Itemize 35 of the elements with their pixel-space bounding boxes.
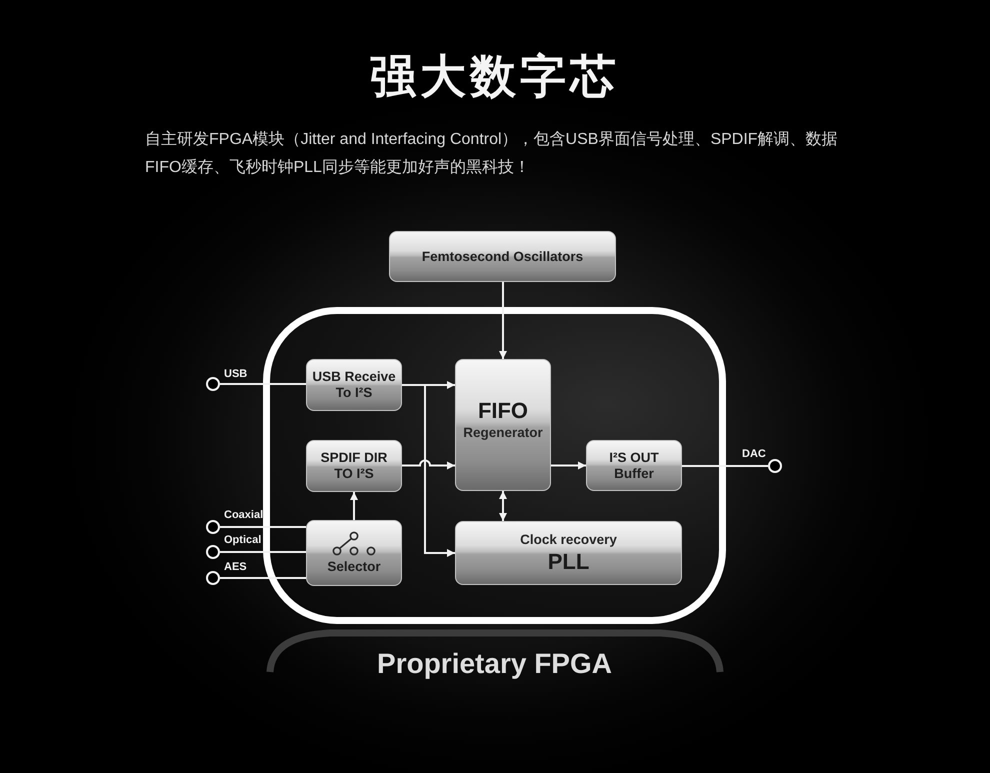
process-box [306,359,402,411]
arrow [551,462,586,470]
arrow [499,282,507,359]
box-label: Femtosecond Oscillators [422,248,584,264]
port-label: Optical [224,534,262,547]
connector-line [220,526,306,528]
arrow [402,384,455,557]
intro-text: 自主研发FPGA模块（Jitter and Interfacing Control），包含USB界面信号处理、SPDIF解调、数据FIFO缓存、飞秒时钟PLL同步等能更加好声的黑科技！ [145,130,839,178]
connector-line [220,577,306,579]
process-box [455,521,682,585]
process-box [306,440,402,492]
port-label: USB [224,368,248,381]
box-label: Selector [327,559,381,575]
box-heading: PLL [548,549,590,575]
process-box [306,520,402,586]
box-label: Regenerator [463,424,543,442]
process-box [586,440,682,491]
arrow [402,460,455,470]
frame-heading: Proprietary FPGA [377,647,612,681]
box-label: SPDIF DIR TO I²S [320,450,388,482]
process-box [455,359,551,491]
port-label: Coaxial [224,509,264,522]
port-label: AES [224,561,247,574]
connector-line [682,465,768,467]
connector-line [220,551,306,553]
box-label: I²S OUT Buffer [608,450,660,482]
port-label: DAC [742,448,766,461]
box-label: USB Receive To I²S [311,369,397,401]
box-label: Clock recovery [520,531,617,549]
process-box [389,231,616,282]
double-arrow [499,491,507,521]
arrow [350,492,358,520]
box-heading: FIFO [478,398,528,424]
connector-line [220,383,306,385]
page-title: 强大数字芯 [370,48,620,105]
